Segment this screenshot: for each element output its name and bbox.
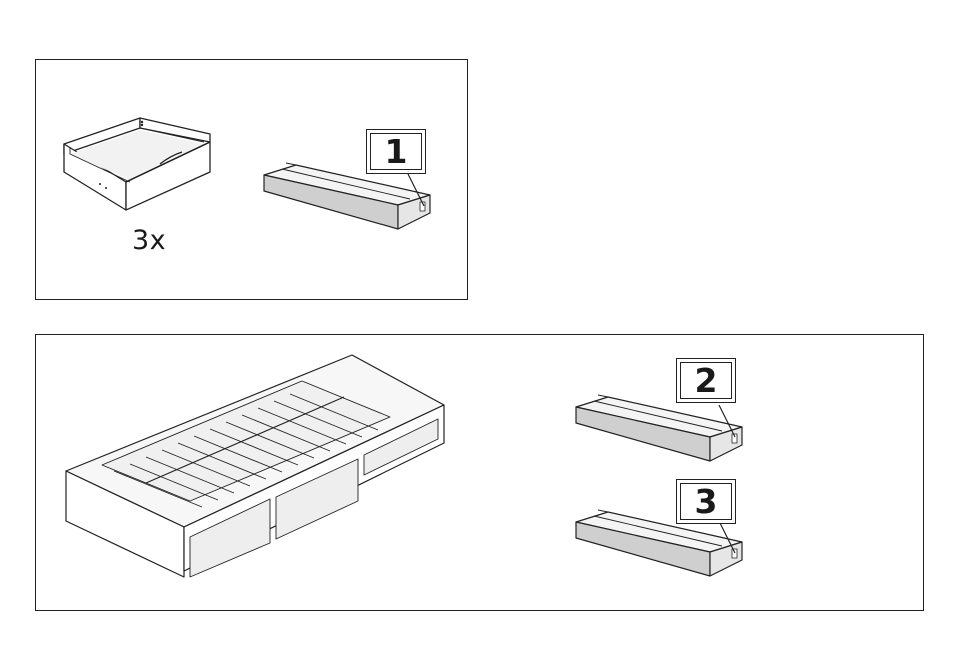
- package-number-badge: 2: [676, 358, 736, 403]
- leader-line: [718, 520, 736, 554]
- bed-frame-package-panel: 2 3: [35, 334, 924, 611]
- package-number-badge: 1: [366, 129, 426, 174]
- drawer-package-panel: 3x 1: [35, 59, 468, 300]
- leader-line: [407, 173, 425, 207]
- package-number: 2: [694, 361, 718, 400]
- package-number-badge: 3: [676, 479, 736, 524]
- flat-pack-box-illustration: [575, 394, 743, 462]
- drawer-quantity-label: 3x: [132, 225, 167, 256]
- package-number: 3: [694, 482, 718, 521]
- flat-pack-box-illustration: [575, 509, 743, 577]
- flat-pack-box-illustration: [263, 162, 431, 230]
- leader-line: [718, 404, 736, 438]
- drawer-illustration: [63, 117, 211, 211]
- bed-frame-illustration: [65, 354, 445, 578]
- package-number: 1: [384, 132, 408, 171]
